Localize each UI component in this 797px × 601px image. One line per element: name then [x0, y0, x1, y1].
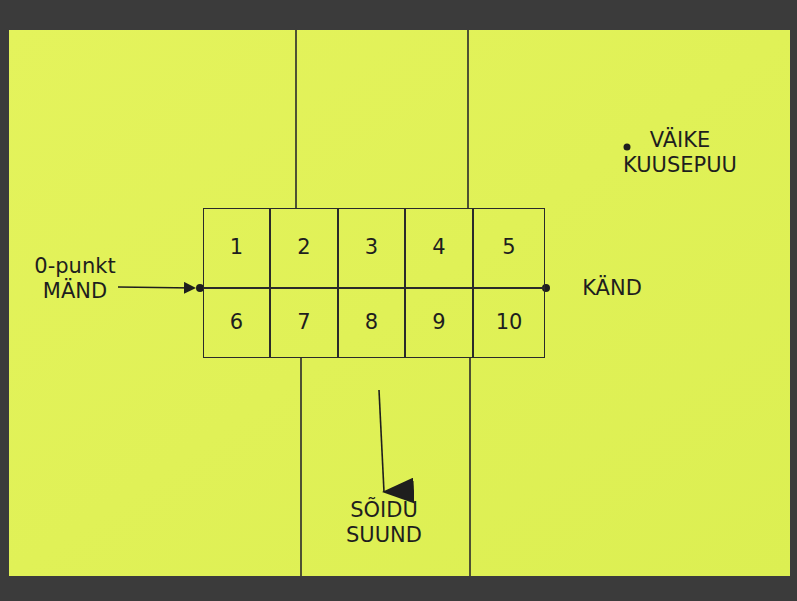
- cell-number: 1: [230, 235, 243, 260]
- stump-label: KÄND: [572, 276, 652, 301]
- grid-cell: 6: [203, 288, 270, 358]
- grid-cell: 7: [270, 288, 338, 358]
- origin-label: 0-punkt MÄND: [20, 254, 130, 304]
- cell-number: 7: [297, 310, 310, 335]
- road-edge: [295, 30, 297, 208]
- grid-cell: 4: [405, 208, 473, 288]
- cell-number: 5: [502, 235, 515, 260]
- cell-number: 3: [365, 235, 378, 260]
- sticky-note: [9, 30, 790, 576]
- cell-number: 8: [365, 310, 378, 335]
- grid-cell: 3: [338, 208, 405, 288]
- cell-number: 4: [432, 235, 445, 260]
- grid-cell: 9: [405, 288, 473, 358]
- cell-number: 10: [496, 310, 523, 335]
- cell-number: 9: [432, 310, 445, 335]
- road-edge: [469, 358, 471, 576]
- spruce-dot: [624, 144, 631, 151]
- pointer-arrow: [118, 287, 194, 288]
- road-edge: [467, 30, 469, 208]
- grid-cell: 2: [270, 208, 338, 288]
- grid-cell: 10: [473, 288, 545, 358]
- grid-cell: 1: [203, 208, 270, 288]
- direction-label: SÕIDU SUUND: [338, 498, 430, 548]
- direction-arrow: [379, 390, 384, 492]
- grid-cell: 8: [338, 288, 405, 358]
- cell-number: 6: [230, 310, 243, 335]
- cell-number: 2: [297, 235, 310, 260]
- road-edge: [300, 358, 302, 576]
- grid-cell: 5: [473, 208, 545, 288]
- spruce-label: VÄIKE KUUSEPUU: [612, 128, 748, 178]
